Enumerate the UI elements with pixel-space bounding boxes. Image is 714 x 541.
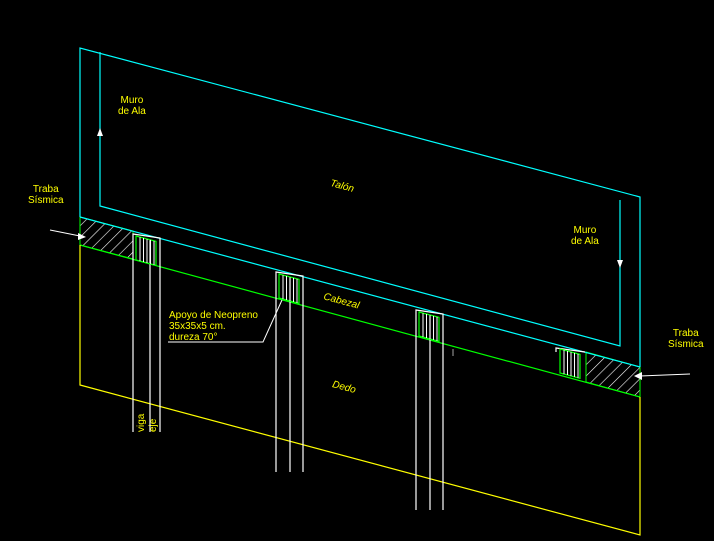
label-viga: viga (136, 413, 147, 432)
apoyo-leader (168, 299, 283, 343)
cabezal-line (79, 244, 641, 398)
label-apoyo-neopreno: Apoyo de Neopreno 35x35x5 cm. dureza 70° (169, 310, 258, 343)
dedo-outline (79, 245, 641, 536)
arrow-traba-left (78, 233, 86, 240)
talon-outline (79, 47, 641, 368)
neoprene-bearings (135, 235, 581, 380)
bearing-3 (418, 311, 440, 343)
label-traba-sismica-left: Traba Sísmica (28, 184, 64, 206)
arrow-traba-right (634, 372, 642, 380)
leader-traba-right (639, 373, 691, 377)
label-traba-sismica-right: Traba Sísmica (668, 328, 704, 350)
label-muro-ala-left: Muro de Ala (118, 95, 146, 117)
bearing-1 (135, 235, 157, 267)
label-muro-ala-right: Muro de Ala (571, 225, 599, 247)
arrow-muro-right (617, 260, 623, 268)
label-eje: eje (148, 418, 159, 432)
arrow-muro-left (97, 128, 103, 136)
pier-lines (132, 233, 586, 510)
leader-traba-left (49, 229, 81, 237)
bearing-4 (559, 348, 581, 380)
bearing-2 (278, 273, 300, 305)
